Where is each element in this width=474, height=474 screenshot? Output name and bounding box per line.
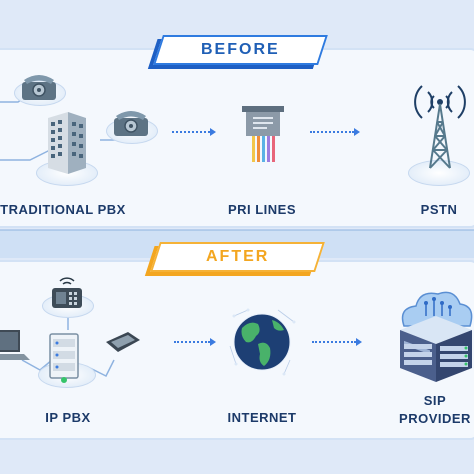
- pstn-label: PSTN: [420, 202, 458, 217]
- traditional-pbx-label: TRADITIONAL PBX: [0, 202, 126, 217]
- pstn-tower-icon: [414, 85, 466, 169]
- bottom-strip: [0, 442, 474, 474]
- arrow-head-icon: [356, 338, 362, 346]
- arrow-head-icon: [354, 128, 360, 136]
- arrow-head-icon: [210, 338, 216, 346]
- pbx-building-icon: [48, 112, 86, 174]
- ip-phone-icon: [52, 277, 82, 308]
- ip-pbx-server-icon: [49, 333, 79, 383]
- arrow-head-icon: [210, 128, 216, 136]
- arrow-pri-to-pstn: [310, 131, 354, 133]
- sip-provider-label: SIP PROVIDER: [396, 392, 474, 428]
- desk-phone-icon: [114, 111, 148, 136]
- sip-provider-cloud-icon: [400, 291, 473, 382]
- sip-provider-label-line2: PROVIDER: [399, 411, 471, 426]
- pri-lines-label: PRI LINES: [227, 202, 297, 217]
- sip-provider-label-line1: SIP: [423, 393, 447, 408]
- internet-label: INTERNET: [227, 410, 297, 425]
- mobile-phone-icon: [106, 332, 140, 352]
- arrow-ippbx-to-internet: [174, 341, 210, 343]
- pstn-base: [408, 160, 470, 186]
- arrow-internet-to-sip: [312, 341, 356, 343]
- arrow-pbx-to-pri: [172, 131, 210, 133]
- internet-globe-icon: [229, 308, 296, 376]
- ip-pbx-label: IP PBX: [45, 410, 91, 425]
- pri-lines-icon: [242, 106, 284, 162]
- laptop-icon: [0, 330, 30, 360]
- desk-phone-icon: [22, 75, 56, 100]
